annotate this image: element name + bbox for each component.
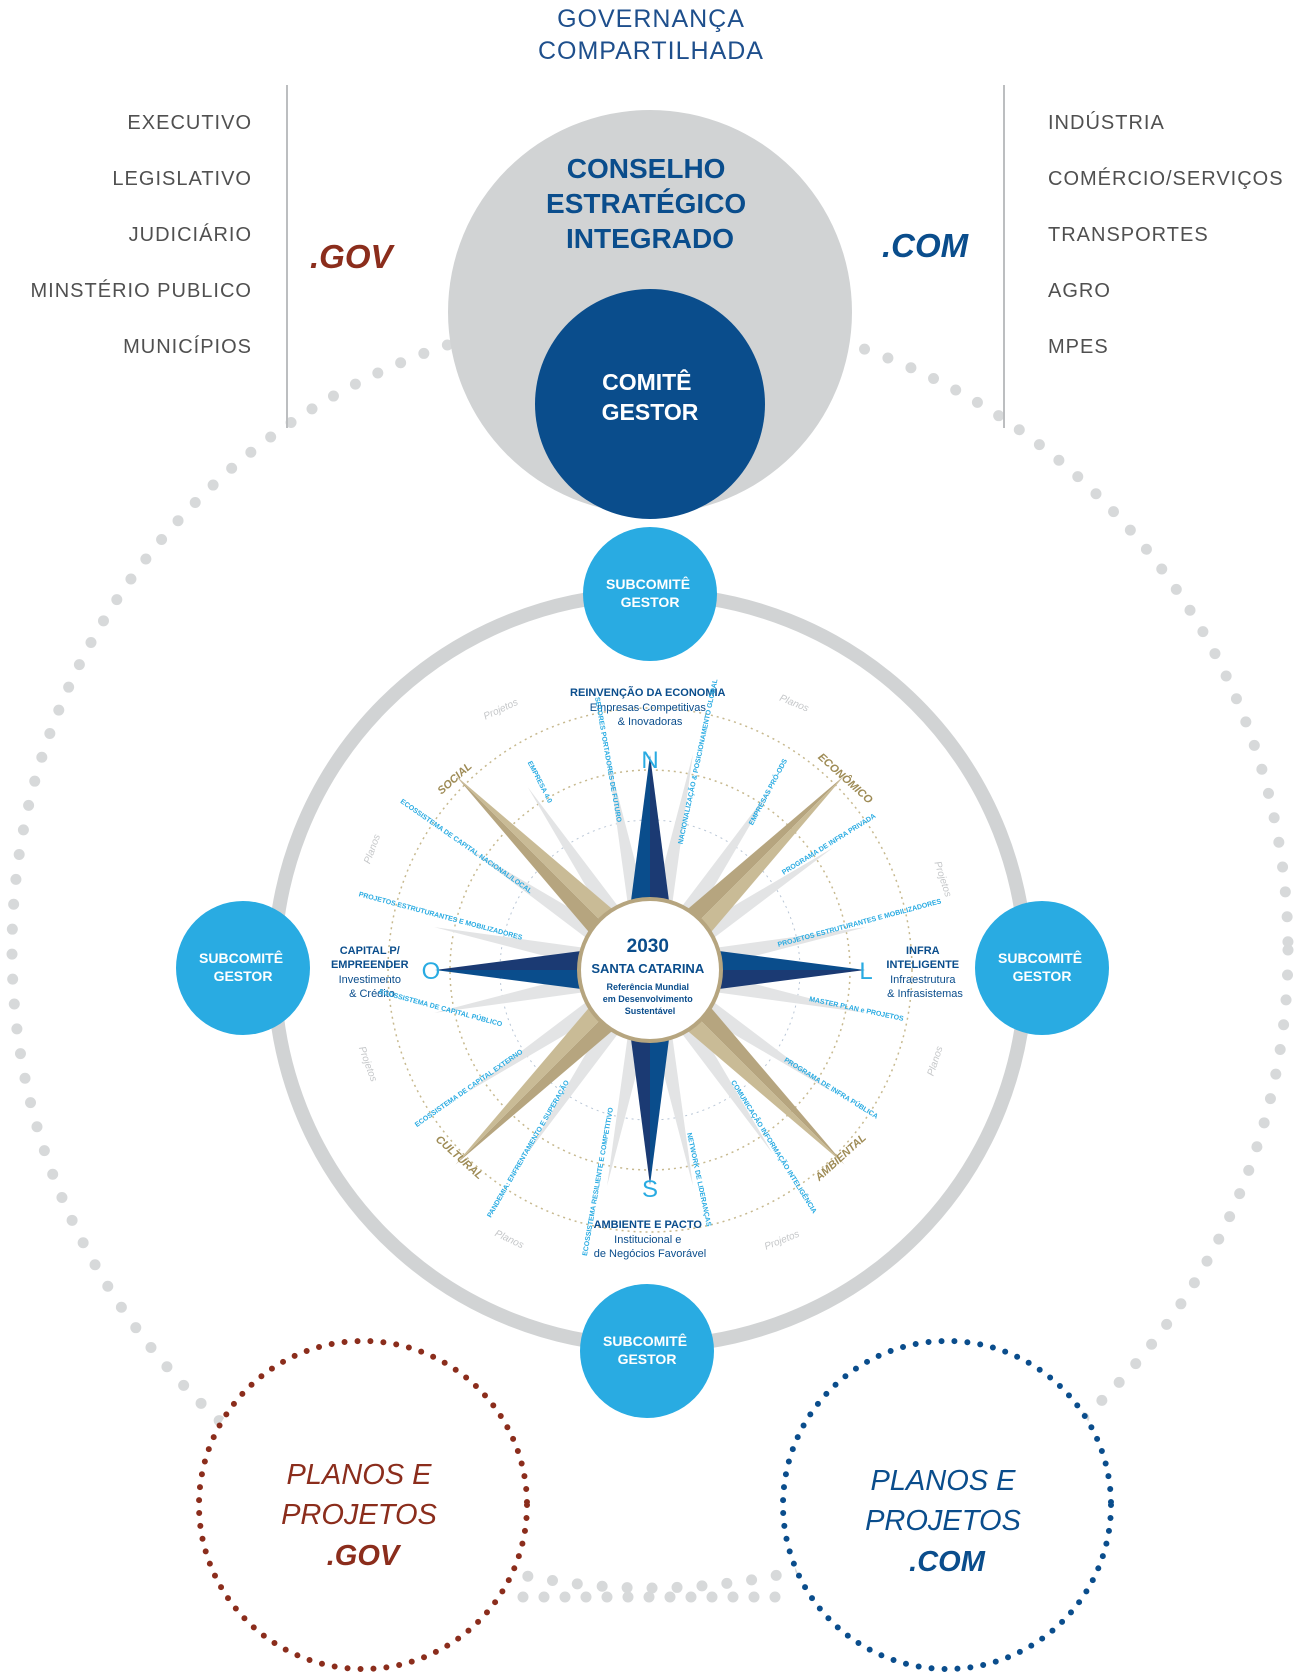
dotted-orbit-outer (387, 707, 913, 1233)
subcomite-line: GESTOR (618, 1351, 677, 1367)
svg-text:SUBCOMITÊ GESTOR: SUBCOMITÊ GESTOR (998, 949, 1086, 984)
com-tag: .COM (882, 227, 969, 264)
svg-text:2030 SANTA CATARINA: 2030 SANTA CATARINA Referência Mundial e… (591, 936, 708, 1016)
center-line: em Desenvolvimento (603, 994, 694, 1004)
plans-gov-line: PROJETOS (281, 1499, 437, 1531)
outer-dotted-ring (6, 306, 1294, 1594)
gov-sector-item: EXECUTIVO (127, 112, 252, 134)
gov-tag: .GOV (310, 238, 393, 275)
svg-text:INFRA INTELIGENTE: INFRA INTELIGENTE Infraestrutura & Infra… (886, 941, 963, 1000)
svg-text:SUBCOMITÊ GESTOR: SUBCOMITÊ GESTOR (603, 1332, 691, 1367)
subcomite-line: SUBCOMITÊ (199, 949, 283, 966)
subcomite-west: SUBCOMITÊ GESTOR (176, 901, 310, 1035)
west-title: EMPREENDER (331, 959, 409, 971)
conselho-line: CONSELHO (567, 153, 726, 184)
gov-sector-item: JUDICIÁRIO (128, 224, 252, 246)
south-sub: Institucional e (614, 1234, 681, 1246)
east-sub: & Infrasistemas (887, 988, 963, 1000)
center-line: Sustentável (625, 1006, 676, 1016)
subcomite-east: SUBCOMITÊ GESTOR (975, 901, 1109, 1035)
north-sub: & Inovadoras (618, 716, 683, 728)
plans-com-line: PROJETOS (865, 1505, 1021, 1537)
north-sub: Empresas Competitivas (590, 702, 707, 714)
cardinal-o: O (422, 958, 441, 985)
gov-sector-item: MINSTÉRIO PUBLICO (30, 280, 252, 302)
conselho-line: INTEGRADO (566, 223, 734, 254)
east-sub: Infraestrutura (890, 974, 956, 986)
com-sector-item: INDÚSTRIA (1048, 112, 1165, 134)
plans-com-bubble: PLANOS E PROJETOS .COM (780, 1338, 1114, 1672)
north-title: REINVENÇÃO DA ECONOMIA (570, 686, 725, 699)
comite-line: COMITÊ (602, 368, 691, 395)
subcomite-north: SUBCOMITÊ GESTOR (583, 527, 717, 661)
comite-line: GESTOR (602, 399, 699, 425)
subcomite-line: SUBCOMITÊ (998, 949, 1082, 966)
svg-text:REINVENÇÃO DA ECONOMIA E: REINVENÇÃO DA ECONOMIA Empresas Competit… (570, 683, 730, 728)
plans-gov-bubble: PLANOS E PROJETOS .GOV (196, 1338, 530, 1672)
com-sector-item: AGRO (1048, 280, 1111, 302)
gov-sector-item: LEGISLATIVO (112, 168, 252, 190)
cardinal-n: N (641, 747, 658, 774)
cardinal-s: S (642, 1176, 658, 1203)
com-sector-item: COMÉRCIO/SERVIÇOS (1048, 168, 1284, 190)
svg-text:CONSELHO ESTRATÉGICO I: CONSELHO ESTRATÉGICO INTEGRADO (546, 153, 754, 254)
svg-text:CAPITAL P/ EMPREENDER: CAPITAL P/ EMPREENDER Investimento & Cré… (331, 941, 413, 1000)
subcomite-line: SUBCOMITÊ (603, 1332, 687, 1349)
svg-text:PLANOS E PROJETOS: PLANOS E PROJETOS .COM (865, 1465, 1029, 1578)
east-title: INFRA (906, 945, 940, 957)
conselho-line: ESTRATÉGICO (546, 188, 746, 219)
svg-text:PLANOS E PROJETOS: PLANOS E PROJETOS .GOV (281, 1459, 445, 1572)
header-line-2: COMPARTILHADA (537, 37, 764, 65)
south-title: AMBIENTE E PACTO (594, 1219, 703, 1231)
com-sector-item: TRANSPORTES (1048, 224, 1209, 246)
center-disc (577, 897, 723, 1043)
svg-text:AMBIENTE E PACTO Institu: AMBIENTE E PACTO Institucional e de Negó… (594, 1215, 707, 1260)
center-year: 2030 (627, 936, 669, 957)
west-sub: & Crédito (349, 988, 395, 1000)
com-sector-item: MPES (1048, 336, 1109, 358)
comite-gestor-circle (535, 289, 765, 519)
gov-sector-item: MUNICÍPIOS (123, 336, 252, 358)
center-line: Referência Mundial (607, 982, 690, 992)
subcomite-line: GESTOR (1013, 968, 1072, 984)
east-title: INTELIGENTE (886, 959, 959, 971)
header-line-1: GOVERNANÇA (557, 5, 745, 33)
plans-com-tag: .COM (909, 1546, 986, 1578)
cardinal-l: L (859, 958, 872, 985)
south-sub: de Negócios Favorável (594, 1248, 707, 1260)
svg-text:COMITÊ GESTOR: COMITÊ GESTOR (602, 368, 699, 425)
svg-text:SUBCOMITÊ GESTOR: SUBCOMITÊ GESTOR (199, 949, 287, 984)
plans-com-line: PLANOS E (870, 1465, 1016, 1497)
subcomite-line: GESTOR (621, 594, 680, 610)
center-name: SANTA CATARINA (591, 961, 705, 976)
subcomite-south: SUBCOMITÊ GESTOR (580, 1284, 714, 1418)
west-sub: Investimento (339, 974, 401, 986)
subcomite-line: GESTOR (214, 968, 273, 984)
svg-text:SUBCOMITÊ GESTOR: SUBCOMITÊ GESTOR (606, 575, 694, 610)
plans-gov-line: PLANOS E (286, 1459, 432, 1491)
west-title: CAPITAL P/ (340, 945, 400, 957)
plans-gov-tag: .GOV (327, 1540, 402, 1572)
subcomite-line: SUBCOMITÊ (606, 575, 690, 592)
